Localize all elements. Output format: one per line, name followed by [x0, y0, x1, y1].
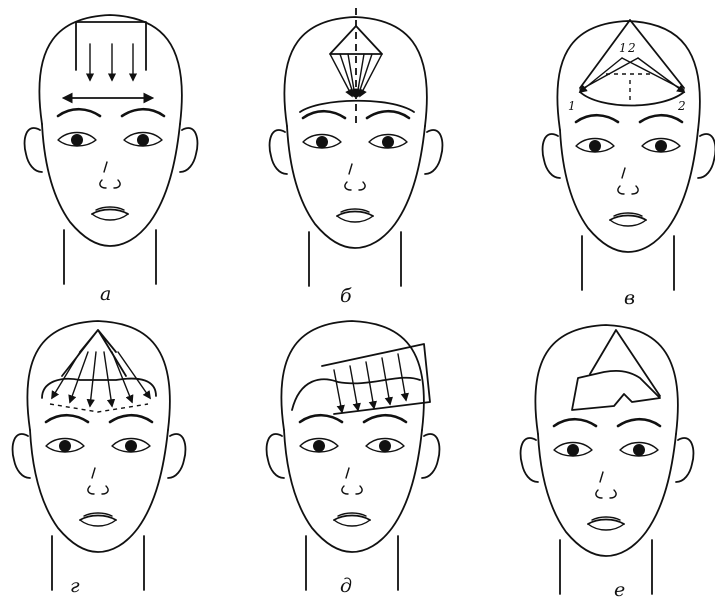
fringe-arc-b [300, 101, 414, 112]
panel-d: д [267, 321, 440, 597]
panel-g: г [13, 321, 186, 597]
panel-b: б [270, 8, 443, 307]
caption-d: д [340, 575, 352, 597]
face-outline-d [267, 321, 440, 590]
arrow-g-1 [52, 352, 80, 398]
base-curve-v [580, 92, 684, 106]
arrow-d-3 [366, 362, 374, 408]
number-1-top: 1 [619, 41, 627, 55]
arrow-g-2 [70, 352, 88, 402]
number-2-bottom: 2 [677, 99, 686, 113]
arrow-g-3 [90, 352, 96, 406]
panel-v: 1 2 1 2 в [543, 20, 715, 309]
caption-e: е [614, 579, 625, 600]
face-outline-e [521, 325, 694, 594]
arrow-g-4 [104, 352, 112, 406]
triangle-e [590, 330, 660, 396]
arrow-d-1 [334, 370, 342, 412]
arrow-g-5 [112, 352, 132, 402]
number-1-bottom: 1 [568, 99, 576, 113]
caption-v: в [624, 287, 635, 309]
arrow-g-6 [118, 352, 150, 398]
section-rectangle-a [76, 22, 146, 70]
caption-b: б [340, 285, 352, 307]
number-2-top: 2 [627, 41, 636, 55]
fringe-dash-g [50, 404, 148, 412]
panel-a: а [25, 15, 198, 305]
face-outline-g [13, 321, 186, 590]
arrow-d-2 [350, 366, 358, 410]
caption-a: а [100, 283, 111, 305]
panel-e: е [521, 325, 694, 600]
caption-g: г [70, 575, 80, 597]
face-outline-a [25, 15, 198, 284]
